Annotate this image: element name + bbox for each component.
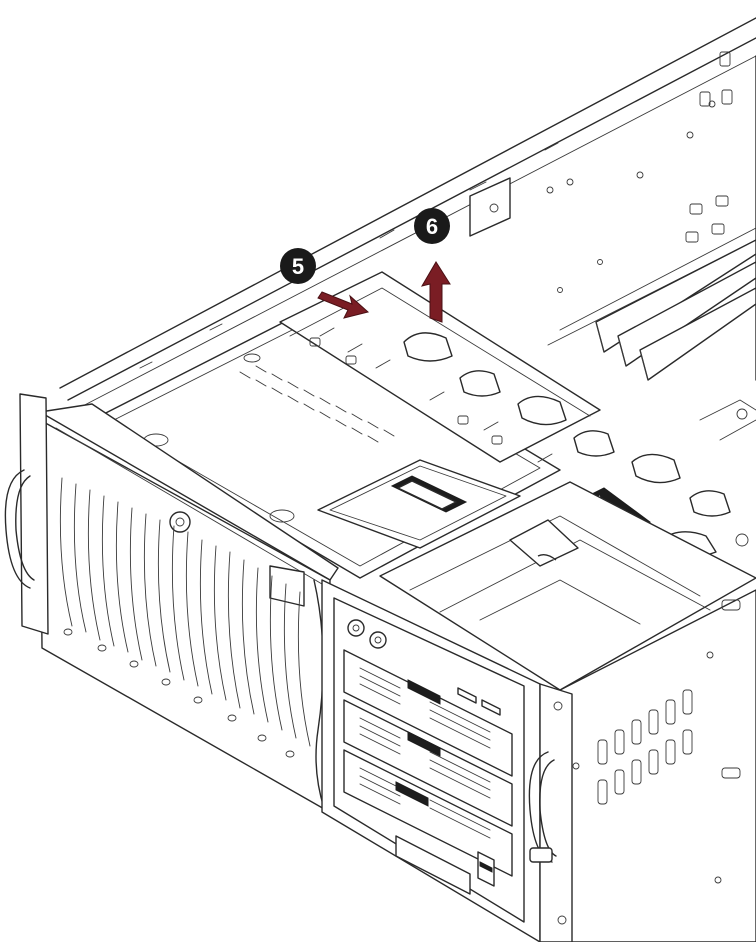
lift-arrow bbox=[420, 261, 451, 323]
front-bezel bbox=[4, 393, 339, 811]
callout-6-marker bbox=[414, 208, 450, 244]
callout-5-label: 5 bbox=[292, 254, 304, 279]
callout-5-marker bbox=[280, 248, 316, 284]
expansion-slots bbox=[595, 239, 756, 381]
back-wall-detail bbox=[546, 51, 756, 441]
callout-6: 6 bbox=[414, 208, 450, 244]
front-panel-right bbox=[321, 579, 580, 942]
callout-5: 5 bbox=[280, 248, 316, 284]
drive-bay-top bbox=[91, 313, 561, 579]
drive-cage-right bbox=[379, 481, 756, 691]
slide-arrow bbox=[317, 291, 370, 319]
callout-6-label: 6 bbox=[426, 214, 438, 239]
